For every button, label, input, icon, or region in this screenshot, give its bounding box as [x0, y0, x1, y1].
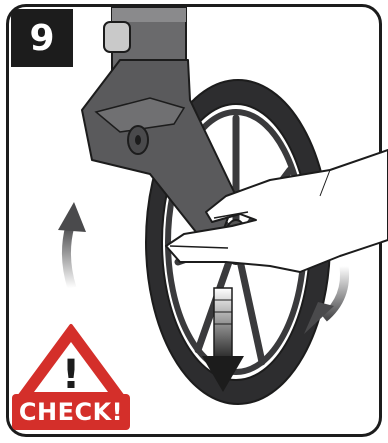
check-label: CHECK! — [12, 394, 130, 430]
warning-triangle-icon: ! — [12, 322, 130, 402]
check-warning: ! CHECK! — [12, 322, 130, 434]
curved-arrow-up-icon — [58, 202, 86, 288]
warning-mark: ! — [62, 352, 80, 398]
